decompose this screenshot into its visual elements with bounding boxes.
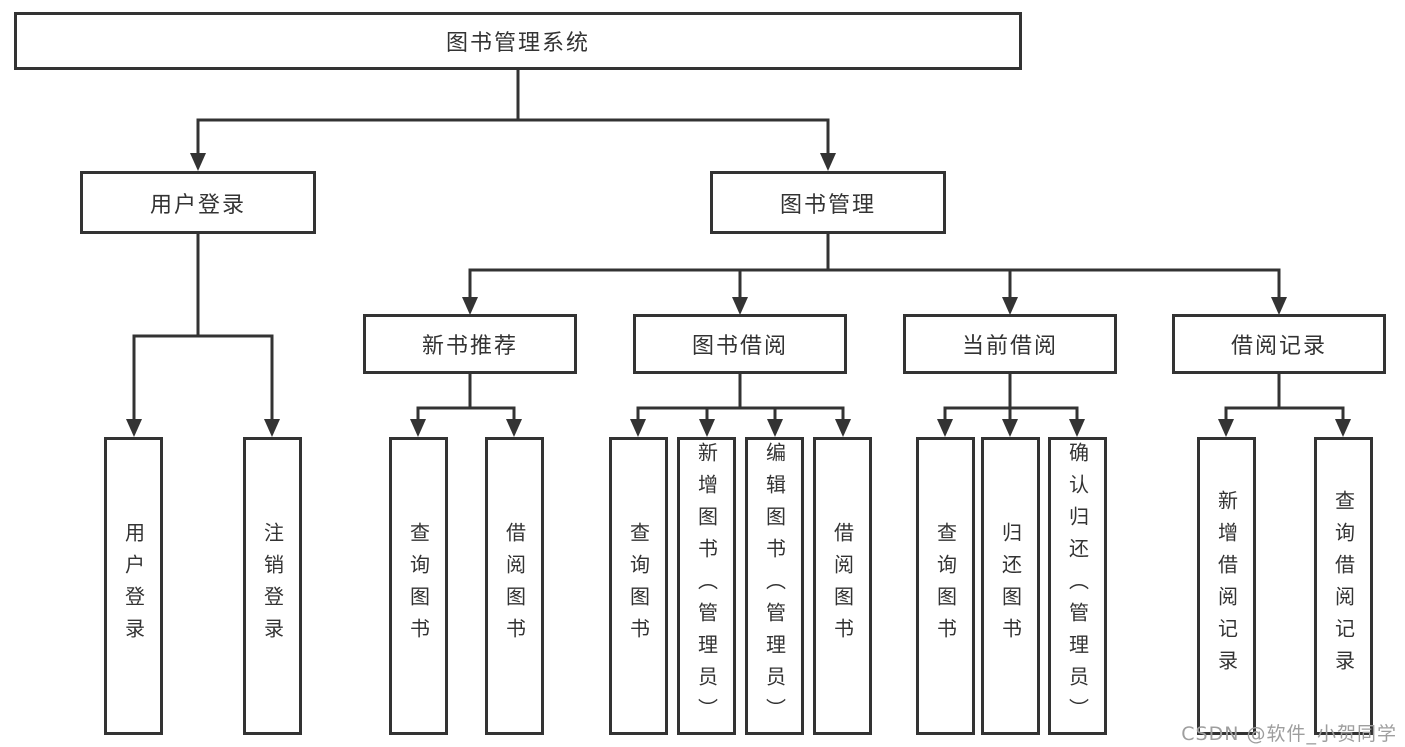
node-label: 查询图书 [933,522,958,650]
node-label: 图书管理系统 [445,31,590,56]
node-label: 查询图书 [406,522,431,650]
arrowhead-icon [699,419,715,437]
node-label: 编辑图书（管理员） [762,442,787,730]
leaf-query-borrow-record: 查询借阅记录 [1314,437,1373,735]
connector-borrow-to-children [636,372,845,421]
leaf-borrow-book-2: 借阅图书 [813,437,872,735]
node-label: 图书借阅 [691,334,788,359]
node-label: 用户登录 [121,522,146,650]
arrowhead-icon [835,419,851,437]
arrowhead-icon [630,419,646,437]
arrowhead-icon [767,419,783,437]
arrowhead-icon [462,297,478,315]
arrowhead-icon [1271,297,1287,315]
connector-record-to-children [1224,372,1345,421]
connector-root-to-level2 [196,68,830,156]
csdn-watermark: CSDN @软件_小贺同学 [1181,723,1397,745]
leaf-logout: 注销登录 [243,437,302,735]
leaf-add-borrow-record: 新增借阅记录 [1197,437,1256,735]
node-book-management: 图书管理 [710,171,946,234]
node-label: 确认归还（管理员） [1065,442,1090,730]
leaf-query-book-2: 查询图书 [609,437,668,735]
node-label: 新增借阅记录 [1214,490,1239,682]
arrowhead-icon [1335,419,1351,437]
arrowhead-icon [732,297,748,315]
node-label: 查询借阅记录 [1331,490,1356,682]
node-borrow-record: 借阅记录 [1172,314,1386,374]
node-book-borrow: 图书借阅 [633,314,847,374]
connector-current-to-children [943,372,1079,421]
arrowhead-icon [1002,297,1018,315]
node-label: 新书推荐 [421,334,518,359]
node-label: 借阅图书 [502,522,527,650]
leaf-query-book-3: 查询图书 [916,437,975,735]
leaf-query-book-1: 查询图书 [389,437,448,735]
arrowhead-icon [126,419,142,437]
node-label: 借阅图书 [830,522,855,650]
leaf-confirm-return-admin: 确认归还（管理员） [1048,437,1107,735]
arrowhead-icon [1002,419,1018,437]
arrowhead-icon [264,419,280,437]
leaf-add-book-admin: 新增图书（管理员） [677,437,736,735]
node-label: 当前借阅 [961,334,1058,359]
node-label: 用户登录 [149,192,246,218]
leaf-edit-book-admin: 编辑图书（管理员） [745,437,804,735]
arrowhead-icon [1218,419,1234,437]
node-label: 查询图书 [626,522,651,650]
arrowhead-icon [820,153,836,171]
arrowhead-icon [410,419,426,437]
arrowhead-icon [1069,419,1085,437]
leaf-return-book: 归还图书 [981,437,1040,735]
node-new-book-recommend: 新书推荐 [363,314,577,374]
connector-userlogin-to-children [132,232,274,421]
node-user-login: 用户登录 [80,171,316,234]
leaf-borrow-book-1: 借阅图书 [485,437,544,735]
node-label: 归还图书 [998,522,1023,650]
node-label: 借阅记录 [1230,334,1327,359]
node-current-borrow: 当前借阅 [903,314,1117,374]
arrowhead-icon [190,153,206,171]
arrowhead-icon [937,419,953,437]
node-label: 新增图书（管理员） [694,442,719,730]
connector-newbook-to-children [416,372,516,421]
connector-bookmgmt-to-level3 [468,232,1281,299]
leaf-user-login: 用户登录 [104,437,163,735]
node-root-library-system: 图书管理系统 [14,12,1022,70]
node-label: 注销登录 [260,522,285,650]
node-label: 图书管理 [779,192,876,218]
arrowhead-icon [506,419,522,437]
